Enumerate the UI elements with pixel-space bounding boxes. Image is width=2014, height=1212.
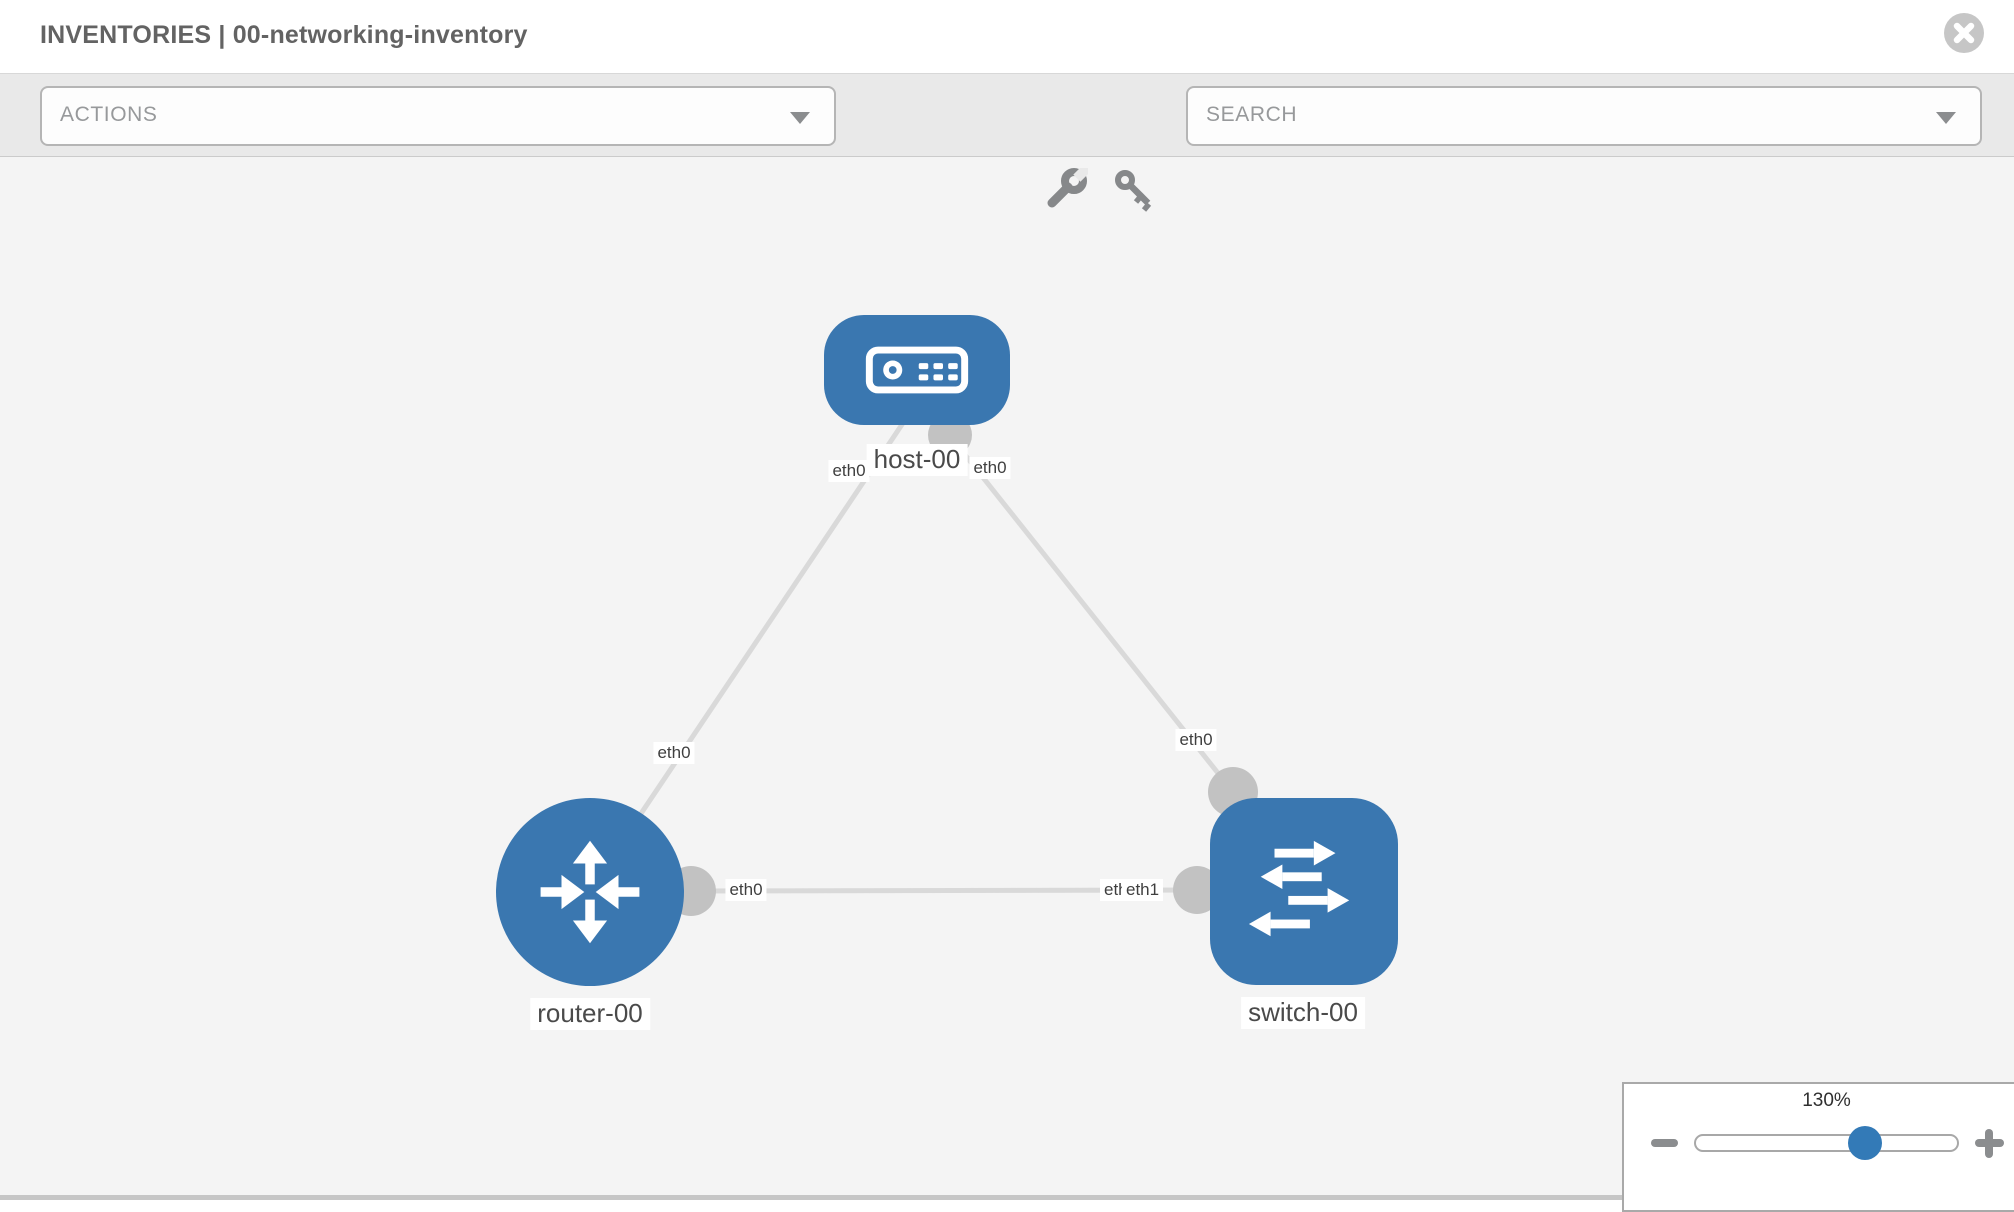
zoom-level-label: 130% [1802, 1090, 1851, 1111]
zoom-slider-thumb[interactable] [1848, 1126, 1882, 1160]
zoom-panel: 130% [1622, 1082, 2014, 1212]
actions-dropdown[interactable]: ACTIONS [40, 86, 836, 146]
interface-label-host-00-eth0: eth0 [969, 457, 1011, 479]
node-label-switch-00: switch-00 [1241, 997, 1365, 1029]
toolbar: ACTIONS SEARCH [0, 74, 2014, 212]
interface-label-host-00-eth0: eth0 [828, 460, 870, 482]
zoom-slider-track[interactable] [1694, 1134, 1959, 1152]
node-label-host-00: host-00 [866, 444, 968, 476]
search-dropdown[interactable]: SEARCH [1186, 86, 1982, 146]
canvas-bottom-edge [0, 1195, 1622, 1200]
node-switch-00[interactable] [1210, 798, 1398, 985]
minus-icon[interactable] [1651, 1139, 1678, 1147]
node-host-00[interactable] [824, 315, 1010, 425]
interface-label-switch-00-eth1: eth1 [1122, 879, 1164, 901]
search-dropdown-label: SEARCH [1206, 103, 1298, 126]
router-icon [540, 840, 640, 944]
host-icon [865, 346, 969, 394]
switch-icon [1248, 840, 1350, 936]
interface-label-switch-00-eth0: eth0 [1175, 729, 1217, 751]
node-router-00[interactable] [496, 798, 684, 986]
node-label-router-00: router-00 [530, 998, 650, 1030]
actions-dropdown-label: ACTIONS [60, 103, 158, 126]
chevron-down-icon [1936, 112, 1956, 124]
interface-label-router-00-eth0: eth0 [725, 879, 767, 901]
key-icon[interactable] [1112, 168, 1156, 212]
header: INVENTORIES | 00-networking-inventory [0, 0, 2014, 74]
close-icon[interactable] [1942, 11, 1986, 55]
plus-icon[interactable] [1975, 1129, 2004, 1158]
topology-canvas[interactable] [0, 157, 2014, 1200]
page-title: INVENTORIES | 00-networking-inventory [40, 21, 528, 49]
wrench-icon[interactable] [1044, 161, 1094, 212]
chevron-down-icon [790, 112, 810, 124]
interface-label-router-00-eth0: eth0 [653, 742, 695, 764]
